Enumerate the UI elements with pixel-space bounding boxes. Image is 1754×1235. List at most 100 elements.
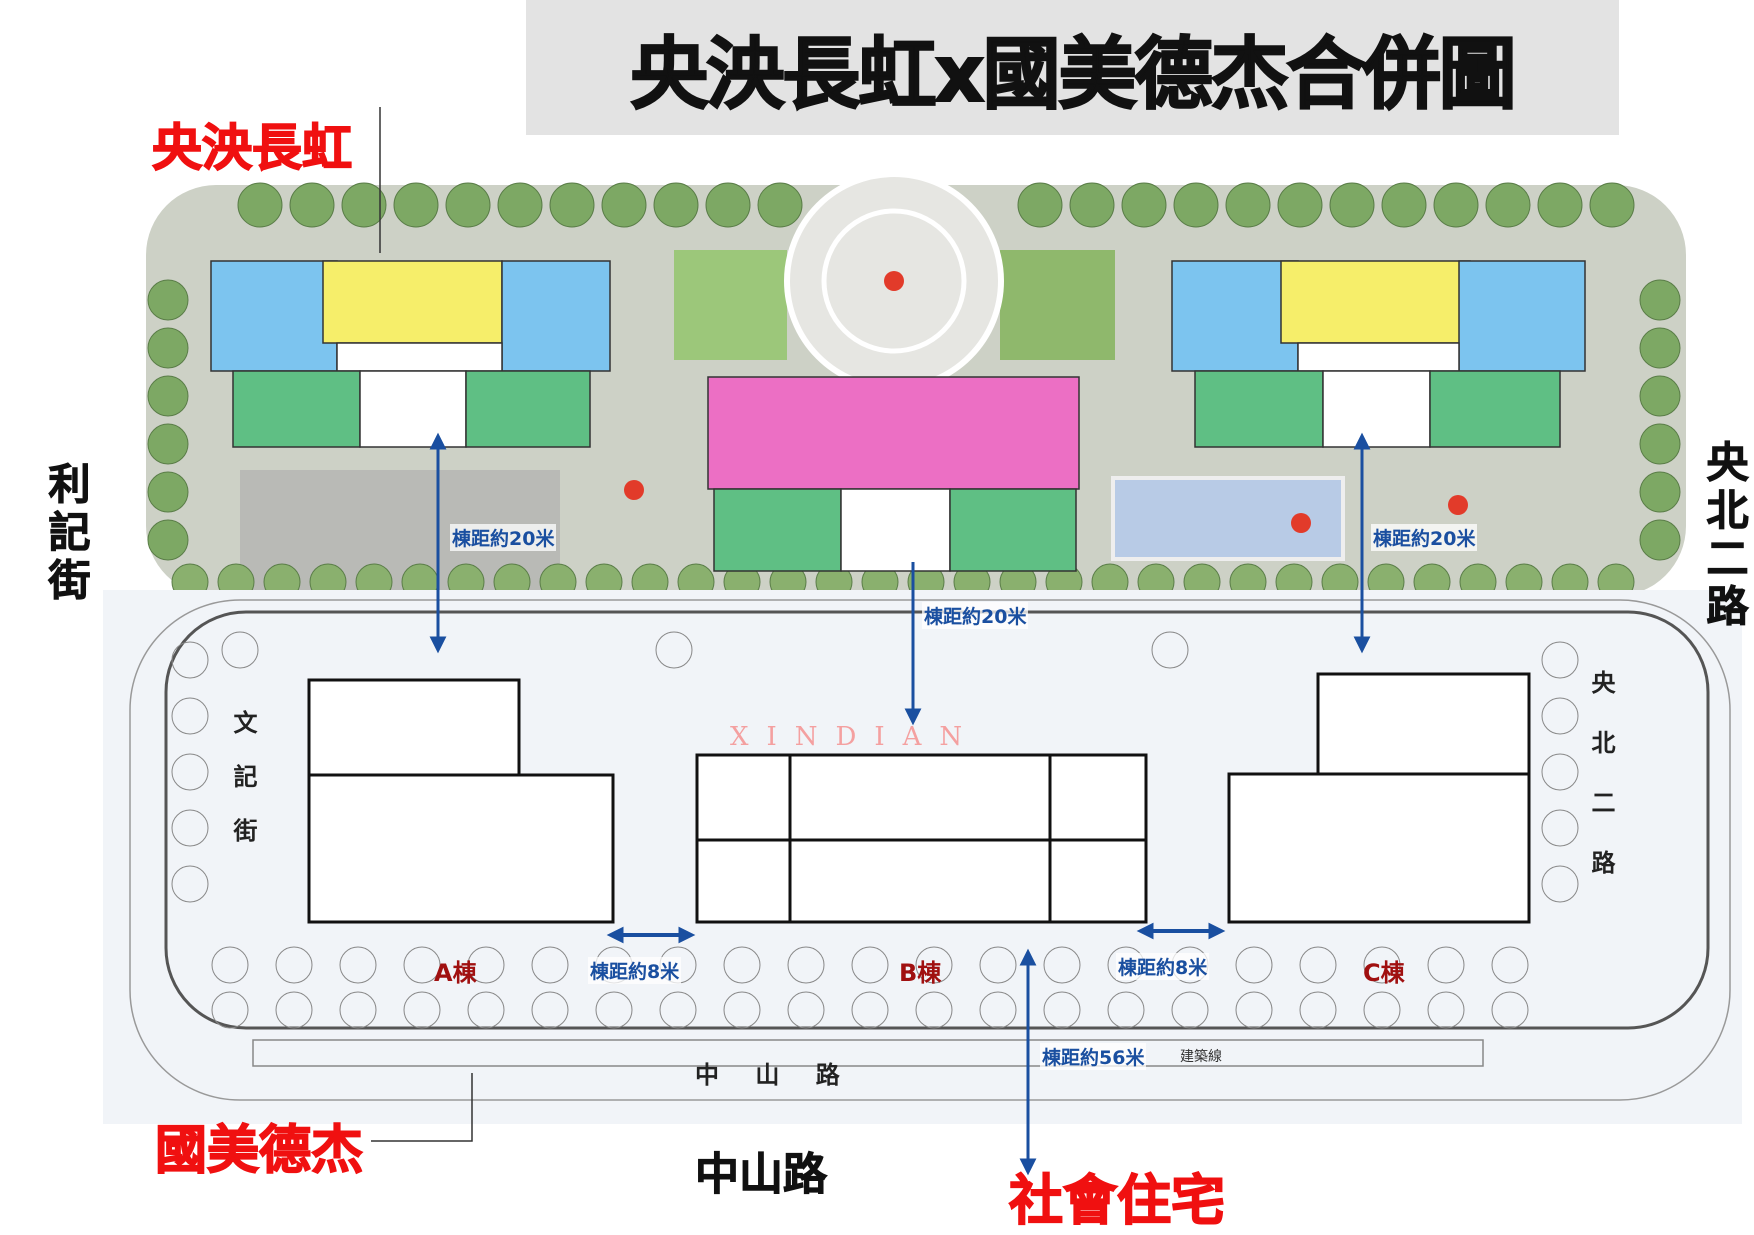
tree-icon bbox=[393, 182, 439, 228]
tree-icon bbox=[445, 182, 491, 228]
tree-icon bbox=[1173, 182, 1219, 228]
tree-icon bbox=[147, 327, 189, 369]
distance-label: 棟距約20米 bbox=[922, 602, 1029, 629]
tree-icon bbox=[1427, 991, 1465, 1029]
tree-icon bbox=[1225, 182, 1271, 228]
tree-icon bbox=[467, 946, 505, 984]
tree-icon bbox=[1639, 471, 1681, 513]
guomei-building-c bbox=[1227, 672, 1531, 924]
tree-icon bbox=[171, 697, 209, 735]
tree-icon bbox=[1381, 182, 1427, 228]
tree-icon bbox=[915, 991, 953, 1029]
tree-icon bbox=[1017, 182, 1063, 228]
inner-label-zhongshan: 中 山 路 bbox=[695, 1061, 854, 1089]
tree-icon bbox=[979, 946, 1017, 984]
tree-icon bbox=[1043, 991, 1081, 1029]
tree-icon bbox=[1541, 641, 1579, 679]
tree-icon bbox=[1639, 423, 1681, 465]
tree-icon bbox=[1121, 182, 1167, 228]
marker-icon bbox=[884, 271, 904, 291]
tree-icon bbox=[339, 946, 377, 984]
tree-icon bbox=[275, 946, 313, 984]
distance-label: 棟距約8米 bbox=[588, 957, 682, 984]
tree-icon bbox=[147, 423, 189, 465]
distance-label: 棟距約56米 bbox=[1040, 1043, 1147, 1070]
building-line-label: 建築線 bbox=[1180, 1049, 1222, 1065]
tree-icon bbox=[275, 991, 313, 1029]
lawn-right bbox=[1000, 250, 1115, 360]
inner-label-yangbei: 央北二路 bbox=[1587, 670, 1615, 910]
tree-icon bbox=[467, 991, 505, 1029]
road-boundary bbox=[129, 599, 1731, 1101]
yangyang-center-tower bbox=[707, 376, 1080, 572]
tree-icon bbox=[1069, 182, 1115, 228]
tree-icon bbox=[1235, 991, 1273, 1029]
tree-icon bbox=[211, 991, 249, 1029]
road-strip bbox=[252, 1039, 1484, 1067]
tree-icon bbox=[403, 991, 441, 1029]
distance-label: 棟距約20米 bbox=[1371, 524, 1478, 551]
tree-icon bbox=[1541, 697, 1579, 735]
tree-icon bbox=[1299, 991, 1337, 1029]
yangyang-right-tower bbox=[1171, 260, 1586, 448]
tree-icon bbox=[1639, 375, 1681, 417]
leader-lines bbox=[371, 107, 473, 1142]
tree-icon bbox=[915, 946, 953, 984]
tree-icon bbox=[1541, 809, 1579, 847]
tree-icon bbox=[497, 182, 543, 228]
tree-icon bbox=[851, 946, 889, 984]
watermark: XINDIAN bbox=[730, 722, 980, 752]
page-title: 央泱長虹x國美德杰合併圖 bbox=[629, 29, 1517, 121]
tree-icon bbox=[1151, 631, 1189, 669]
tree-icon bbox=[1277, 182, 1323, 228]
road-label-zhongshan: 中山路 bbox=[695, 1149, 828, 1201]
tree-icon bbox=[147, 519, 189, 561]
tree-icon bbox=[147, 279, 189, 321]
tree-icon bbox=[1363, 946, 1401, 984]
tree-icon bbox=[171, 809, 209, 847]
tree-icon bbox=[1541, 753, 1579, 791]
inner-label-wenji: 文記街 bbox=[229, 710, 257, 872]
building-a-label: A棟 bbox=[434, 959, 477, 987]
marker-icon bbox=[1448, 495, 1468, 515]
tree-icon bbox=[1235, 946, 1273, 984]
tree-icon bbox=[601, 182, 647, 228]
distance-arrows bbox=[429, 432, 1371, 1176]
tree-icon bbox=[851, 991, 889, 1029]
tree-icon bbox=[705, 182, 751, 228]
tree-icon bbox=[339, 991, 377, 1029]
tree-icon bbox=[1491, 991, 1529, 1029]
social-housing-label: 社會住宅 bbox=[1008, 1168, 1226, 1233]
tree-icon bbox=[1537, 182, 1583, 228]
tree-icon bbox=[1299, 946, 1337, 984]
tree-icon bbox=[1589, 182, 1635, 228]
tree-icon bbox=[1491, 946, 1529, 984]
tree-icon bbox=[979, 991, 1017, 1029]
tree-icon bbox=[787, 946, 825, 984]
marker-icon bbox=[1291, 513, 1311, 533]
tree-icon bbox=[237, 182, 283, 228]
tree-icon bbox=[1427, 946, 1465, 984]
tree-icon bbox=[595, 991, 633, 1029]
tree-icon bbox=[659, 991, 697, 1029]
tree-icon bbox=[549, 182, 595, 228]
building-b-label: B棟 bbox=[899, 959, 942, 987]
tree-icon bbox=[723, 991, 761, 1029]
yangyang-left-tower bbox=[210, 260, 611, 448]
tree-icon bbox=[171, 753, 209, 791]
marker-icon bbox=[624, 480, 644, 500]
road-label-yangbei: 央北二路 bbox=[1700, 440, 1750, 633]
tree-icon bbox=[787, 991, 825, 1029]
tree-icon bbox=[653, 182, 699, 228]
tree-icon bbox=[171, 865, 209, 903]
tree-icon bbox=[1639, 327, 1681, 369]
tree-icon bbox=[531, 946, 569, 984]
distance-label: 棟距約20米 bbox=[450, 524, 557, 551]
tree-icon bbox=[1043, 946, 1081, 984]
tree-icon bbox=[723, 946, 761, 984]
tree-icon bbox=[655, 631, 693, 669]
tree-icon bbox=[221, 631, 259, 669]
title-banner: 央泱長虹x國美德杰合併圖 bbox=[526, 0, 1619, 135]
tree-icon bbox=[1639, 519, 1681, 561]
